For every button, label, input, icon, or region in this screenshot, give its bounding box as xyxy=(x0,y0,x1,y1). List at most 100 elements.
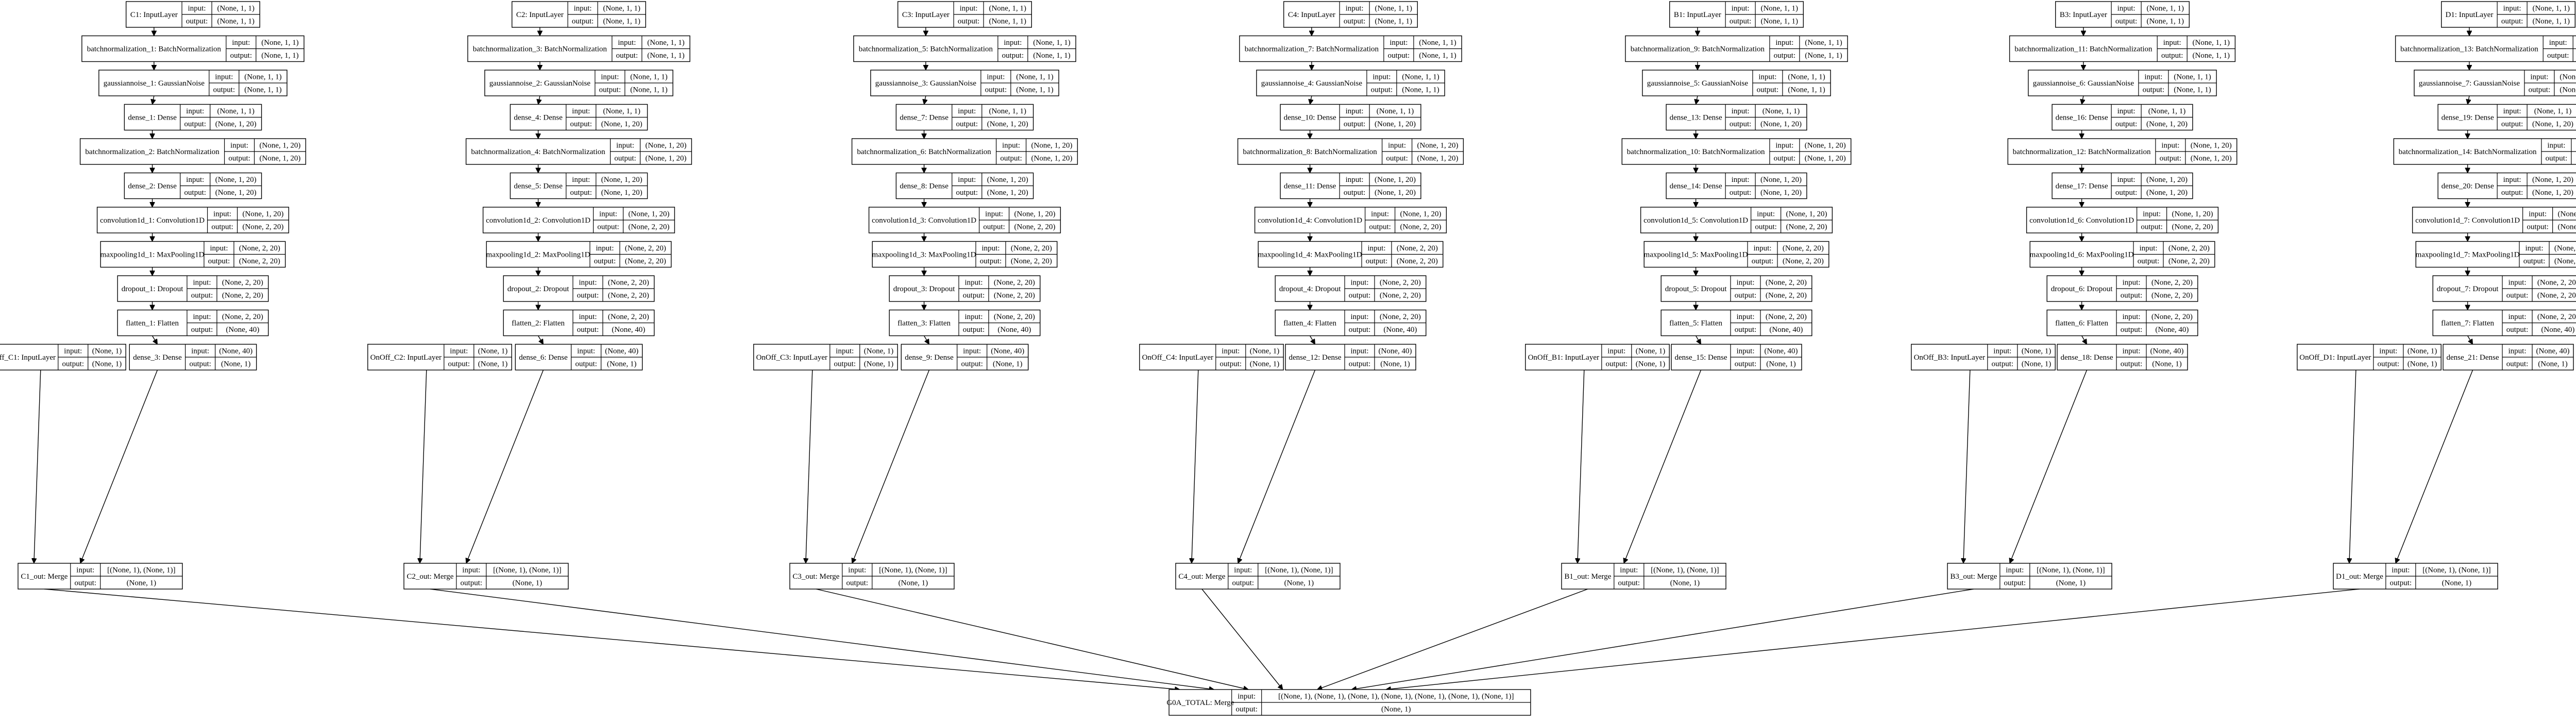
layer-label: flatten_7: Flatten xyxy=(2441,320,2494,328)
output-port-label: output: xyxy=(1220,360,1242,368)
layer-node-C2-4: batchnormalization_4: BatchNormalization… xyxy=(465,138,692,165)
input-shape: (None, 1, 20) xyxy=(2532,176,2573,184)
output-shape: (None, 1, 20) xyxy=(2146,120,2188,128)
output-shape: (None, 1) xyxy=(2056,579,2086,587)
input-shape: (None, 1, 1) xyxy=(630,73,667,81)
output-port-label: output: xyxy=(2121,326,2143,334)
onoff-node-C3: OnOff_C3: InputLayerinput:output:(None, … xyxy=(753,344,898,371)
connection-arrow xyxy=(2082,95,2083,105)
layer-label: batchnormalization_11: BatchNormalizatio… xyxy=(2014,45,2153,54)
layer-node-D1-4: batchnormalization_14: BatchNormalizatio… xyxy=(2393,138,2576,165)
input-shape: (None, 1, 1) xyxy=(1375,5,1412,13)
input-port-label: input: xyxy=(1371,210,1389,219)
layer-label: dense_15: Dense xyxy=(1674,354,1727,362)
input-shape: [(None, 1), (None, 1)] xyxy=(879,566,947,575)
output-shape: (None, 1) xyxy=(478,360,507,368)
layer-node-C4-1: batchnormalization_7: BatchNormalization… xyxy=(1239,35,1462,62)
input-port-label: input: xyxy=(2503,107,2521,115)
output-port-label: output: xyxy=(1349,326,1371,334)
onoff-node-B3: OnOff_B3: InputLayerinput:output:(None, … xyxy=(1911,344,2056,371)
layer-label: batchnormalization_4: BatchNormalization xyxy=(471,148,605,156)
layer-label: maxpooling1d_4: MaxPooling1D xyxy=(1258,251,1362,259)
input-shape: (None, 1) xyxy=(92,347,122,356)
input-shape: (None, 1, 20) xyxy=(601,176,642,184)
layer-label: C4: InputLayer xyxy=(1288,11,1335,19)
input-port-label: input: xyxy=(960,5,978,13)
output-port-label: output: xyxy=(570,189,592,197)
input-port-label: input: xyxy=(958,107,976,115)
connection-arrow xyxy=(538,95,540,105)
layer-node-C1-1: batchnormalization_1: BatchNormalization… xyxy=(81,35,304,62)
input-port-label: input: xyxy=(2547,142,2565,150)
input-shape: (None, 1, 20) xyxy=(987,176,1028,184)
output-port-label: output: xyxy=(983,223,1005,231)
output-shape: (None, 1, 1) xyxy=(1033,52,1070,60)
layer-node-C2-2-frame xyxy=(484,70,673,96)
output-port-label: output: xyxy=(2143,86,2165,94)
input-shape: (None, 1, 1) xyxy=(1402,73,1439,81)
input-shape: (None, 40) xyxy=(991,347,1024,356)
output-shape: (None, 1) xyxy=(899,579,928,587)
output-port-label: output: xyxy=(572,18,594,26)
layer-node-B1-1: batchnormalization_9: BatchNormalization… xyxy=(1625,35,1848,62)
input-port-label: input: xyxy=(964,279,982,287)
input-port-label: input: xyxy=(836,347,854,356)
output-port-label: output: xyxy=(461,579,483,587)
input-port-label: input: xyxy=(193,313,211,321)
input-port-label: input: xyxy=(1736,347,1754,356)
output-shape: (None, 1, 1) xyxy=(1760,18,1798,26)
output-shape: (None, 2, 20) xyxy=(1011,257,1052,265)
output-shape: (None, 1, 1) xyxy=(1375,18,1412,26)
output-shape: (None, 1) xyxy=(1380,360,1410,368)
layer-label: C1_out: Merge xyxy=(21,573,67,581)
layer-label: C2_out: Merge xyxy=(406,573,453,581)
output-port-label: output: xyxy=(208,257,230,265)
output-port-label: output: xyxy=(2501,120,2523,128)
output-port-label: output: xyxy=(1344,120,1366,128)
output-shape: (None, 1) xyxy=(1766,360,1795,368)
onoff-node-B1: OnOff_B1: InputLayerinput:output:(None, … xyxy=(1525,344,1670,371)
output-port-label: output: xyxy=(614,155,636,163)
input-shape: (None, 1) xyxy=(2408,347,2437,356)
input-shape: [(None, 1), (None, 1)] xyxy=(2422,566,2490,575)
output-port-label: output: xyxy=(1386,155,1408,163)
input-port-label: input: xyxy=(981,244,999,253)
input-port-label: input: xyxy=(987,73,1005,81)
output-shape: (None, 2, 20) xyxy=(2172,223,2213,231)
output-port-label: output: xyxy=(1349,292,1371,300)
input-port-label: input: xyxy=(2144,73,2162,81)
output-shape: (None, 1, 1) xyxy=(2146,18,2183,26)
layer-label: gaussiannoise_6: GaussianNoise xyxy=(2033,79,2134,88)
output-shape: (None, 2, 20) xyxy=(243,223,284,231)
layer-label: B1: InputLayer xyxy=(1674,11,1721,19)
input-shape: (None, 1, 1) xyxy=(1760,5,1798,13)
output-shape: (None, 1, 20) xyxy=(1375,189,1416,197)
onoff-node-C4: OnOff_C4: InputLayerinput:output:(None, … xyxy=(1139,344,1284,371)
input-port-label: input: xyxy=(1350,279,1368,287)
input-port-label: input: xyxy=(1350,347,1368,356)
layer-node-C3-1: batchnormalization_5: BatchNormalization… xyxy=(853,35,1076,62)
layer-label: OnOff_C2: InputLayer xyxy=(370,354,442,362)
input-port-label: input: xyxy=(76,566,94,575)
output-shape: (None, 40) xyxy=(612,326,645,334)
input-shape: (None, 2, 20) xyxy=(1397,244,1438,253)
input-shape: (None, 1) xyxy=(2022,347,2051,356)
layer-node-C2-7: maxpooling1d_2: MaxPooling1Dinput:output… xyxy=(486,241,672,268)
layer-label: dense_17: Dense xyxy=(2056,182,2108,191)
layer-label: dropout_6: Dropout xyxy=(2051,285,2113,293)
output-port-label: output: xyxy=(1349,360,1371,368)
output-port-label: output: xyxy=(1344,18,1366,26)
layer-label: convolution1d_3: Convolution1D xyxy=(872,216,976,225)
output-shape: (None, 1) xyxy=(1284,579,1314,587)
input-port-label: input: xyxy=(232,39,250,47)
output-port-label: output: xyxy=(2529,86,2551,94)
